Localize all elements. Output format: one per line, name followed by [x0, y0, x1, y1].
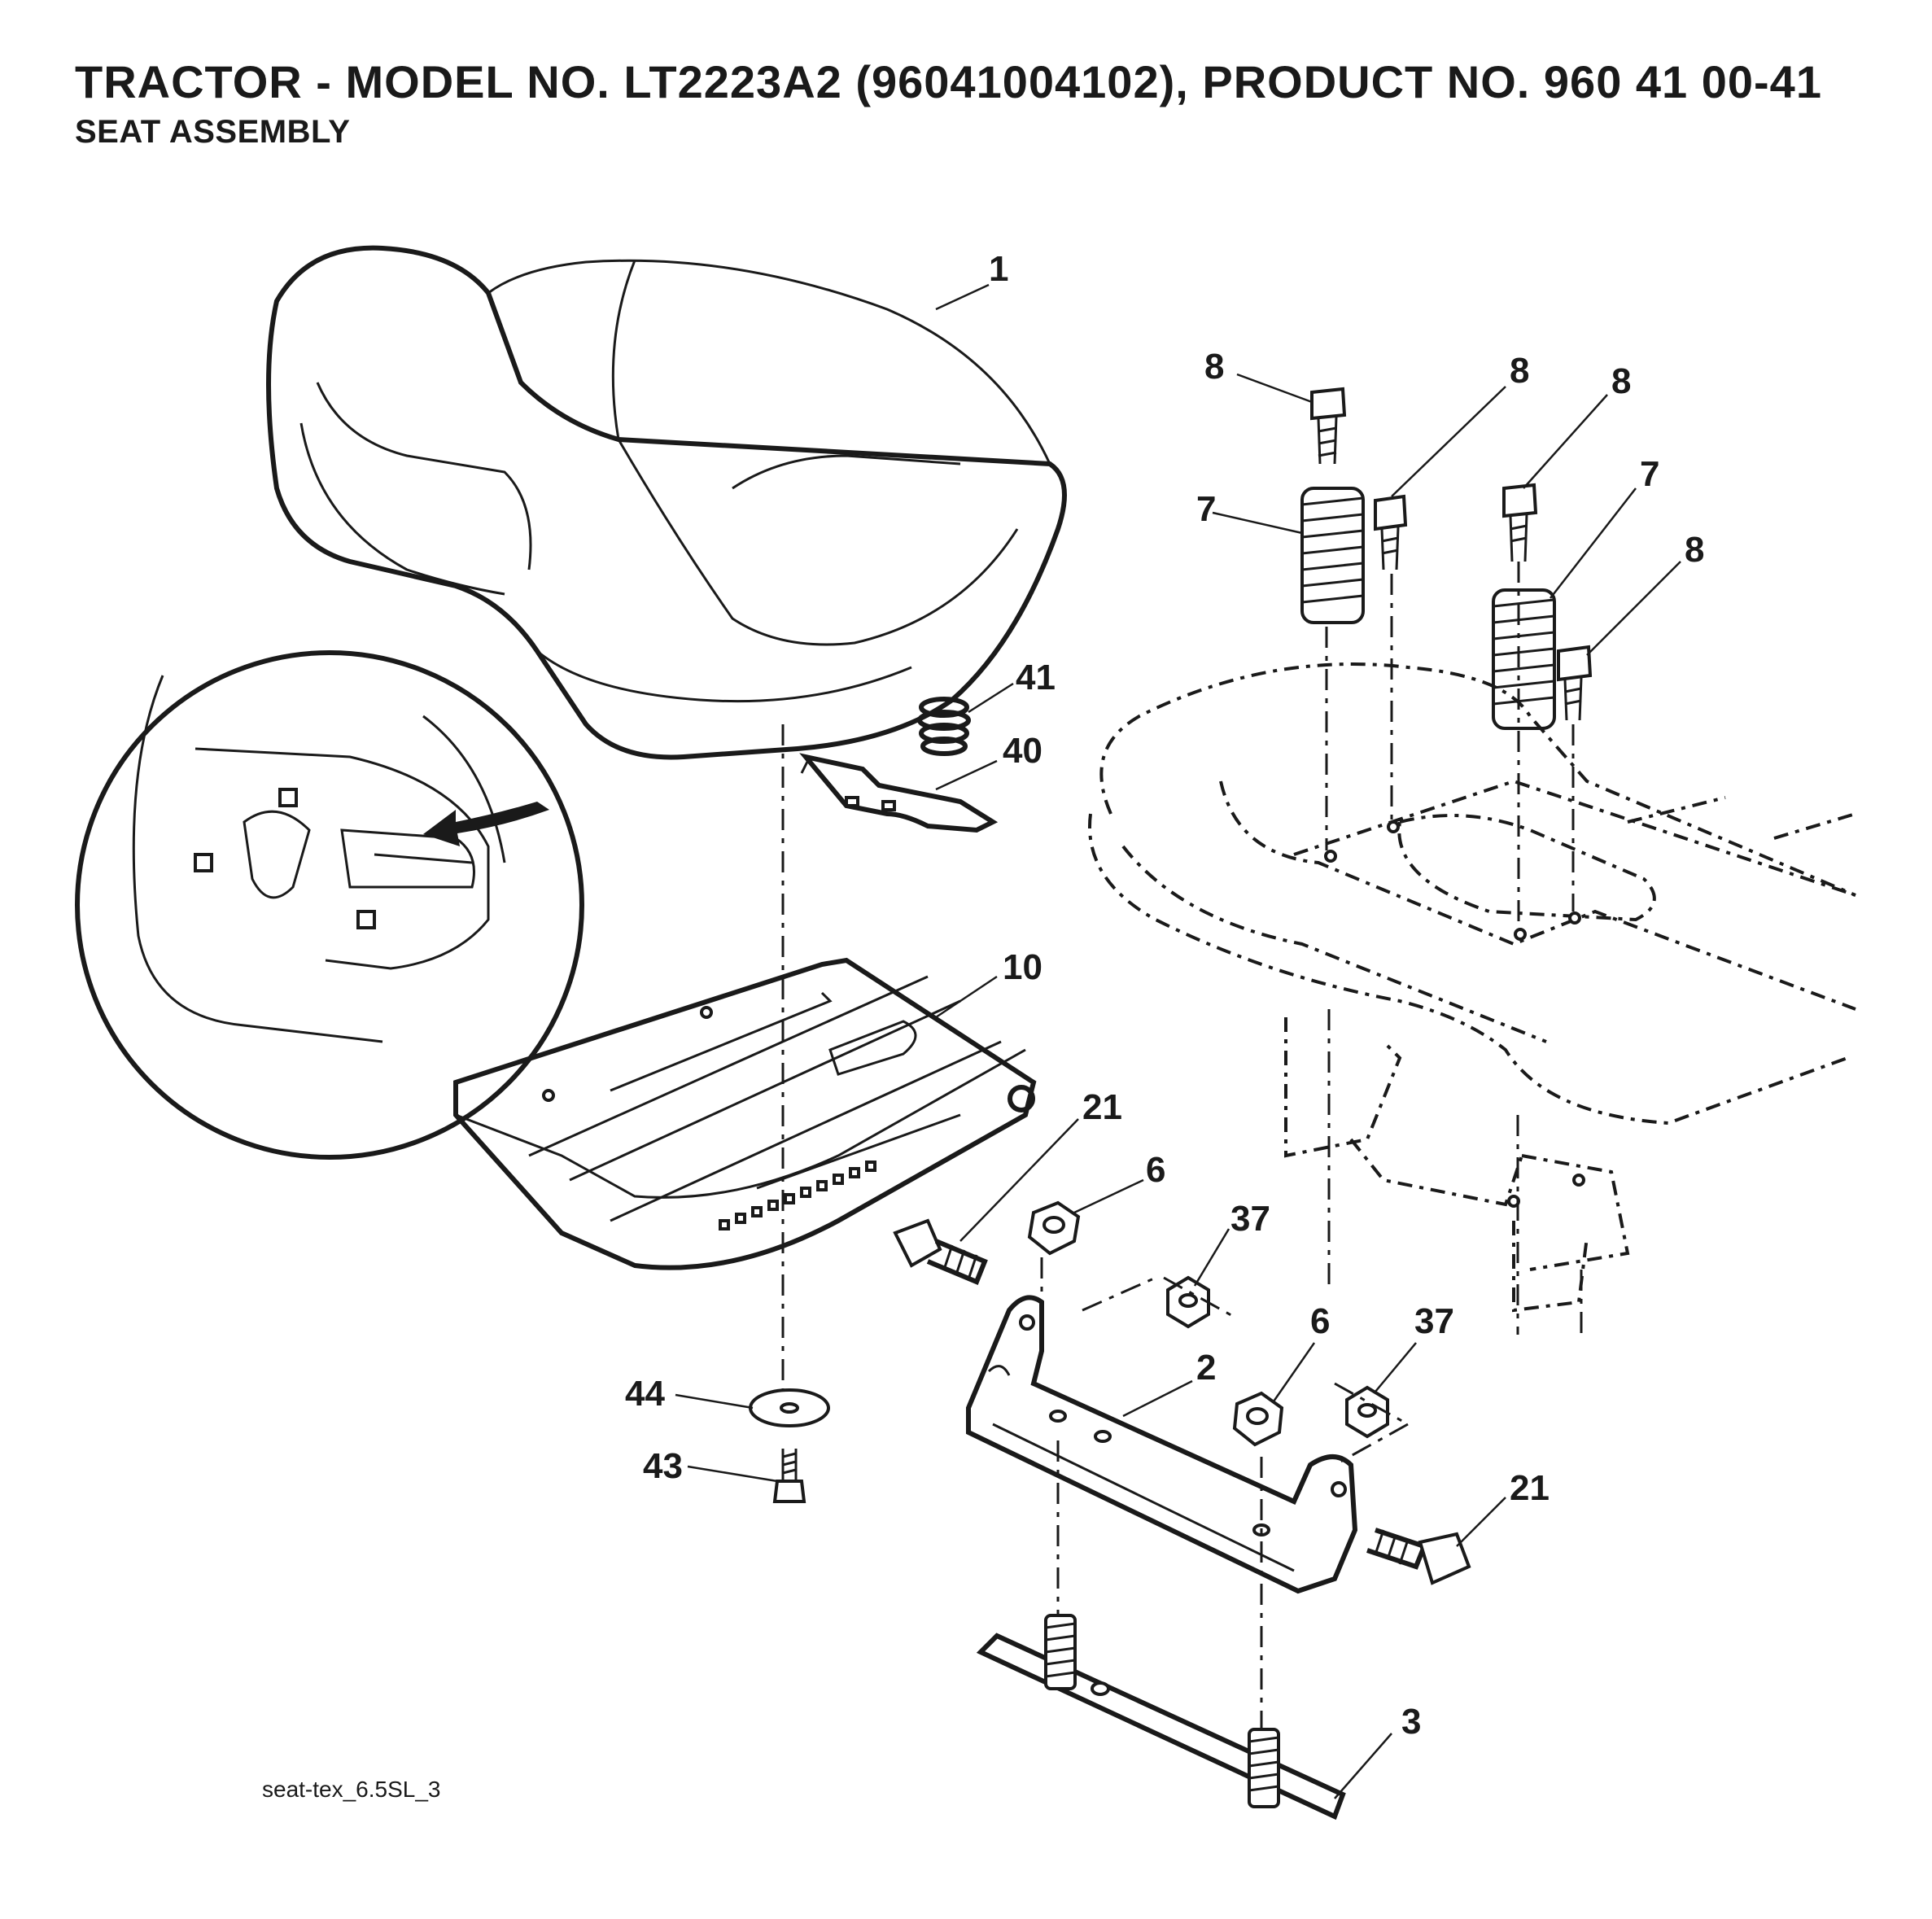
diagram-title: TRACTOR - MODEL NO. LT2223A2 (9604100410… — [75, 56, 1822, 107]
callout-37-left: 37 — [1230, 1199, 1270, 1239]
shoulder-bolt-left-part — [893, 1218, 988, 1285]
diagram-subtitle: SEAT ASSEMBLY — [75, 114, 351, 150]
callout-21-right: 21 — [1510, 1468, 1550, 1508]
washer-right-part — [1345, 1385, 1389, 1439]
callout-43: 43 — [643, 1446, 683, 1486]
drawing-reference: seat-tex_6.5SL_3 — [262, 1777, 441, 1802]
callout-7-right: 7 — [1640, 454, 1659, 494]
callout-7-left: 7 — [1196, 489, 1216, 529]
callout-41: 41 — [1016, 658, 1056, 697]
callout-40: 40 — [1003, 731, 1042, 771]
nut-left-part — [1027, 1200, 1081, 1256]
bolt-c-part — [1502, 483, 1538, 562]
callout-1: 1 — [989, 249, 1008, 289]
callout-44: 44 — [625, 1374, 665, 1414]
tractor-fender-outline — [1088, 562, 1856, 1335]
small-spring-part — [917, 697, 971, 756]
base-plate-part — [976, 1614, 1346, 1821]
shoulder-bolt-right-part — [1366, 1528, 1471, 1585]
callout-21-left: 21 — [1082, 1087, 1122, 1127]
slot-row — [719, 1161, 876, 1231]
seat-part — [266, 245, 1067, 760]
nut-right-guides — [1334, 1382, 1409, 1467]
callout-10: 10 — [1003, 947, 1042, 987]
callout-leaders — [675, 283, 1681, 1799]
detail-inset — [75, 650, 584, 1160]
spring-right-part — [1492, 588, 1556, 730]
bolt-b-part — [1374, 494, 1408, 570]
callout-2: 2 — [1196, 1348, 1216, 1388]
callout-3: 3 — [1401, 1702, 1421, 1742]
callout-8-b: 8 — [1510, 351, 1529, 391]
seat-switch-clip-part — [799, 753, 999, 833]
bolt-d-part — [1557, 645, 1593, 721]
washer-left-part — [1166, 1275, 1210, 1329]
callout-6-right: 6 — [1310, 1301, 1330, 1341]
callout-8-c: 8 — [1611, 361, 1631, 401]
callout-6-left: 6 — [1146, 1150, 1165, 1190]
mounting-bracket-part — [966, 1295, 1358, 1594]
callout-37-right: 37 — [1414, 1301, 1454, 1341]
nut-right-part — [1232, 1391, 1284, 1447]
seat-pan-part — [453, 957, 1037, 1270]
callout-8-a: 8 — [1204, 347, 1224, 387]
flat-washer-part — [749, 1388, 830, 1427]
bolt-a-part — [1310, 387, 1347, 465]
spring-left-part — [1300, 487, 1365, 624]
right-stud — [1248, 1728, 1280, 1808]
left-stud — [1044, 1614, 1077, 1690]
screw-part — [772, 1449, 806, 1503]
callout-8-d: 8 — [1685, 530, 1704, 570]
